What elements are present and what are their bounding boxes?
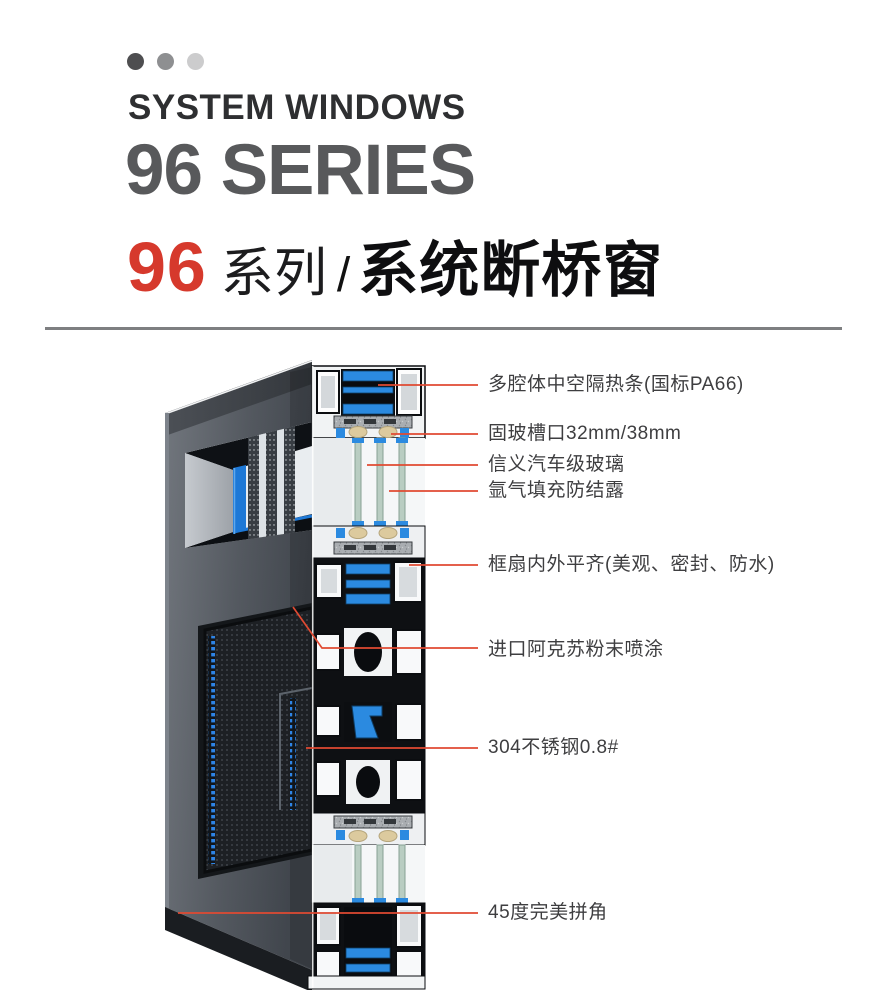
title-series: 96 SERIES bbox=[125, 131, 476, 210]
product-name: 系统断桥窗 bbox=[358, 237, 664, 304]
slash-separator: / bbox=[336, 249, 351, 302]
series-word: 系列 bbox=[220, 244, 327, 303]
callout-stainless-mesh: 304不锈钢0.8# bbox=[488, 737, 619, 758]
callout-corner-joint: 45度完美拼角 bbox=[488, 902, 608, 923]
callout-glazing-slot: 固玻槽口32mm/38mm bbox=[488, 423, 682, 444]
triple-glazing-lower bbox=[312, 844, 425, 904]
upper-glazing-bay bbox=[185, 422, 312, 548]
callout-powder-coating: 进口阿克苏粉末喷涂 bbox=[488, 639, 664, 660]
divider-rule bbox=[45, 327, 842, 330]
profile-block-middle bbox=[311, 557, 426, 814]
spacer-bar-middle bbox=[311, 525, 426, 559]
title-chinese: 96 系列 / 系统断桥窗 bbox=[127, 222, 663, 309]
triple-glazing-upper bbox=[312, 437, 425, 527]
callout-glass: 信义汽车级玻璃 bbox=[488, 454, 625, 475]
mesh-screen-panel bbox=[198, 603, 314, 879]
callout-thermal-break: 多腔体中空隔热条(国标PA66) bbox=[488, 374, 744, 395]
profile-block-top bbox=[311, 365, 426, 439]
dot-dark bbox=[127, 53, 144, 70]
profile-block-bottom bbox=[307, 902, 426, 990]
dot-mid bbox=[157, 53, 174, 70]
subtitle-english: SYSTEM WINDOWS bbox=[128, 88, 466, 127]
window-profile-cutaway bbox=[164, 360, 426, 990]
callout-flush-frame: 框扇内外平齐(美观、密封、防水) bbox=[488, 554, 775, 575]
dot-light bbox=[187, 53, 204, 70]
decor-dots bbox=[127, 53, 204, 70]
profile-cross-section-column bbox=[307, 365, 426, 990]
callout-argon: 氩气填充防结露 bbox=[488, 480, 625, 501]
series-number-red: 96 bbox=[127, 228, 207, 306]
spacer-bar-lower bbox=[311, 812, 426, 846]
